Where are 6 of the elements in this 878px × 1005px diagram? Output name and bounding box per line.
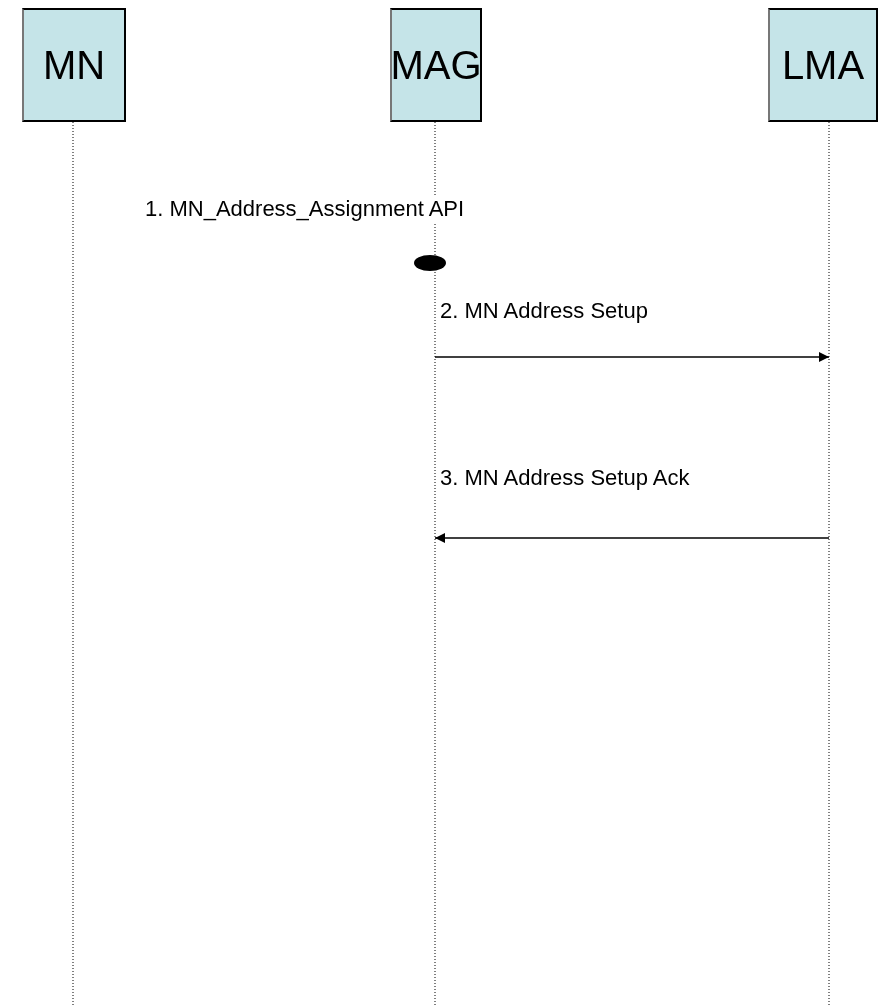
message-label: 1. MN_Address_Assignment API: [145, 196, 465, 222]
message-arrow: [434, 533, 830, 543]
participant-name: MAG: [390, 42, 482, 88]
participant-name: LMA: [781, 42, 865, 88]
participant-name: MN: [42, 42, 106, 88]
message-arrow: [434, 352, 830, 362]
